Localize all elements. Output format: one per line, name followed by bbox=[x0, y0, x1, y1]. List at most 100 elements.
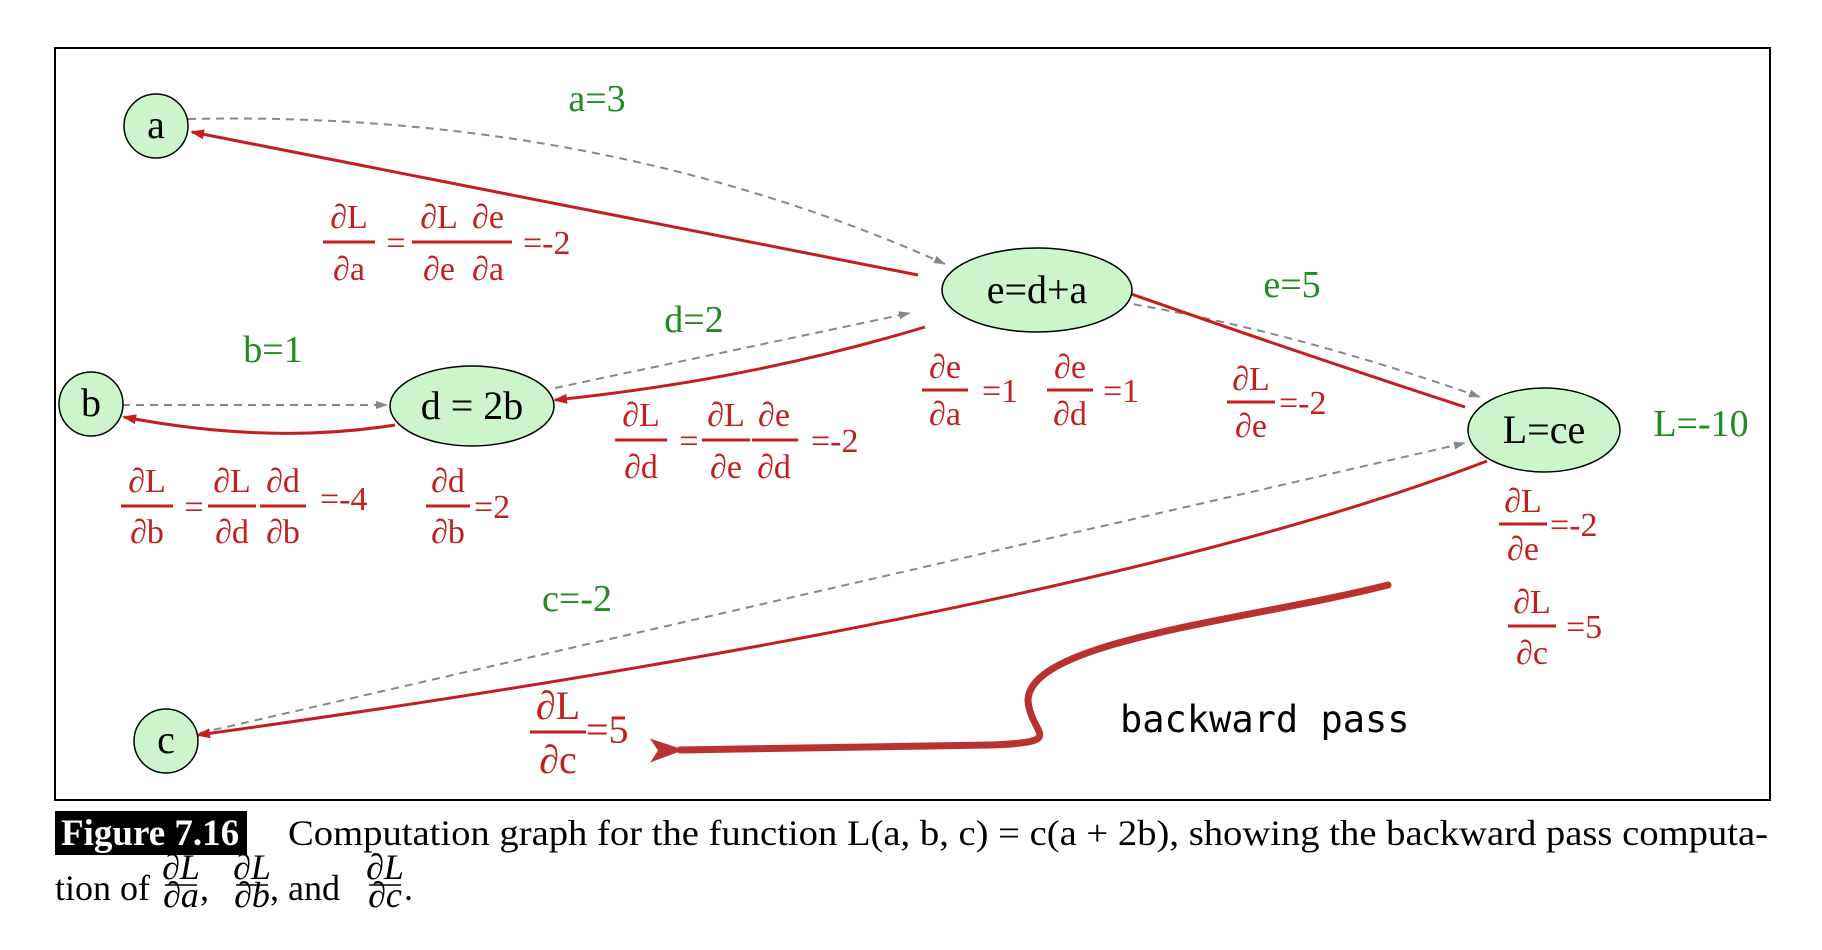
forward-edge-a-e bbox=[187, 117, 946, 265]
deriv-dL-db-chain: ∂L ∂b = ∂L ∂d ∂d ∂b =-4 bbox=[121, 463, 368, 551]
deriv-dL-dd-lhs-den: ∂d bbox=[624, 449, 658, 486]
node-d: d = 2b bbox=[389, 365, 555, 447]
deriv-dL-da-r1-den: ∂e bbox=[423, 251, 455, 288]
forward-edge-e-L bbox=[1119, 301, 1481, 398]
backward-pass-arrow bbox=[649, 581, 1392, 763]
deriv-dL-dc-edge-den: ∂c bbox=[539, 737, 577, 782]
forward-edge-d-e bbox=[554, 311, 911, 389]
node-e: e=d+a bbox=[941, 247, 1133, 333]
deriv-de-da-value: =1 bbox=[982, 373, 1018, 410]
caption-frac3-den: ∂c bbox=[368, 875, 402, 915]
deriv-dL-dc-edge: ∂L ∂c =5 bbox=[530, 683, 629, 782]
deriv-dL-dd-r2-num: ∂e bbox=[758, 397, 790, 434]
deriv-de-dd-den: ∂d bbox=[1053, 396, 1087, 433]
deriv-dL-db-r2-num: ∂d bbox=[266, 463, 300, 500]
node-L: L=ce bbox=[1467, 387, 1621, 473]
deriv-dL-dd-r1-num: ∂L bbox=[707, 397, 745, 434]
deriv-dL-dc-node-num: ∂L bbox=[1513, 584, 1551, 621]
backward-edge-e-a bbox=[190, 129, 919, 277]
deriv-dL-dd-lhs-num: ∂L bbox=[622, 397, 660, 434]
deriv-de-da-den: ∂a bbox=[929, 396, 961, 433]
caption-frac2-num: ∂L bbox=[233, 847, 271, 887]
deriv-dL-dc-edge-num: ∂L bbox=[536, 683, 580, 728]
node-b: b bbox=[58, 371, 124, 437]
value-c: c=-2 bbox=[542, 578, 612, 620]
deriv-dL-de-edge-value: =-2 bbox=[1279, 385, 1327, 422]
svg-text:=: = bbox=[386, 225, 405, 262]
value-d: d=2 bbox=[664, 299, 723, 341]
svg-text:=: = bbox=[184, 489, 203, 526]
caption-frac3-num: ∂L bbox=[366, 847, 404, 887]
deriv-de-da-num: ∂e bbox=[929, 349, 961, 386]
deriv-dL-dc-node-value: =5 bbox=[1566, 609, 1602, 646]
deriv-dL-db-lhs-num: ∂L bbox=[128, 463, 166, 500]
deriv-dL-db-value: =-4 bbox=[320, 481, 368, 518]
value-L: L=-10 bbox=[1653, 403, 1748, 445]
deriv-dL-dc-node: ∂L ∂c =5 bbox=[1508, 584, 1602, 672]
node-a: a bbox=[123, 93, 189, 159]
node-L-label: L=ce bbox=[1503, 407, 1586, 452]
caption-frac1-den: ∂a bbox=[163, 875, 199, 915]
deriv-dL-da-chain: ∂L ∂a = ∂L ∂e ∂e ∂a =-2 bbox=[323, 199, 571, 288]
deriv-dL-db-r1-num: ∂L bbox=[213, 463, 251, 500]
node-b-label: b bbox=[81, 380, 101, 425]
deriv-de-dd: ∂e ∂d =1 bbox=[1047, 349, 1139, 433]
deriv-dL-db-r2-den: ∂b bbox=[266, 514, 300, 551]
figure-caption: Figure 7.16 Computation graph for the fu… bbox=[55, 811, 1768, 915]
caption-comma-1: , bbox=[200, 868, 209, 908]
deriv-dL-de-edge: ∂L ∂e =-2 bbox=[1227, 361, 1327, 445]
deriv-dL-dd-r2-den: ∂d bbox=[757, 449, 791, 486]
deriv-dd-db-num: ∂d bbox=[431, 463, 465, 500]
caption-line2-prefix: tion of bbox=[55, 868, 150, 908]
forward-edges bbox=[122, 117, 1481, 734]
caption-line1: Computation graph for the function L(a, … bbox=[288, 813, 1768, 853]
backward-edge-L-e bbox=[1115, 287, 1466, 409]
forward-values: a=3 b=1 c=-2 d=2 e=5 L=-10 bbox=[243, 78, 1748, 620]
deriv-dL-da-r2-den: ∂a bbox=[472, 251, 504, 288]
caption-period: . bbox=[404, 868, 413, 908]
deriv-dd-db-den: ∂b bbox=[431, 514, 465, 551]
caption-tag-bg bbox=[55, 811, 247, 855]
node-e-label: e=d+a bbox=[987, 267, 1088, 312]
node-c: c bbox=[133, 708, 199, 774]
deriv-dL-de-node-den: ∂e bbox=[1507, 531, 1539, 568]
deriv-dd-db-value: =2 bbox=[474, 489, 510, 526]
deriv-dL-dd-r1-den: ∂e bbox=[710, 449, 742, 486]
backward-pass-label: backward pass bbox=[1120, 698, 1410, 741]
deriv-dL-de-node: ∂L ∂e =-2 bbox=[1499, 483, 1598, 568]
deriv-dL-de-node-num: ∂L bbox=[1504, 483, 1542, 520]
deriv-dL-dc-edge-value: =5 bbox=[586, 707, 629, 752]
deriv-dL-de-node-value: =-2 bbox=[1550, 507, 1598, 544]
svg-text:=: = bbox=[679, 423, 698, 460]
deriv-dL-dd-value: =-2 bbox=[811, 423, 859, 460]
deriv-dL-da-lhs-den: ∂a bbox=[333, 251, 365, 288]
deriv-dL-db-r1-den: ∂d bbox=[215, 514, 249, 551]
deriv-dd-db: ∂d ∂b =2 bbox=[426, 463, 510, 551]
backward-edges bbox=[122, 129, 1488, 739]
node-d-label: d = 2b bbox=[421, 383, 524, 428]
deriv-dL-da-r1-num: ∂L bbox=[420, 199, 458, 236]
deriv-dL-da-value: =-2 bbox=[523, 225, 571, 262]
deriv-dL-da-r2-num: ∂e bbox=[472, 199, 504, 236]
deriv-dL-de-edge-den: ∂e bbox=[1235, 408, 1267, 445]
caption-and: , and bbox=[270, 868, 340, 908]
deriv-dL-dc-node-den: ∂c bbox=[1516, 635, 1548, 672]
backward-edge-L-c bbox=[196, 459, 1488, 739]
forward-edge-c-L bbox=[199, 441, 1466, 734]
value-b: b=1 bbox=[243, 329, 302, 371]
deriv-de-dd-value: =1 bbox=[1103, 373, 1139, 410]
deriv-dL-db-lhs-den: ∂b bbox=[130, 514, 164, 551]
deriv-de-dd-num: ∂e bbox=[1054, 349, 1086, 386]
backward-edge-d-b bbox=[122, 414, 396, 435]
caption-frac2-den: ∂b bbox=[234, 875, 270, 915]
node-c-label: c bbox=[157, 717, 175, 762]
deriv-dL-dd-chain: ∂L ∂d = ∂L ∂e ∂e ∂d =-2 bbox=[615, 397, 859, 486]
deriv-de-da: ∂e ∂a =1 bbox=[922, 349, 1018, 433]
node-a-label: a bbox=[147, 102, 165, 147]
value-a: a=3 bbox=[568, 78, 625, 120]
deriv-dL-de-edge-num: ∂L bbox=[1232, 361, 1270, 398]
backward-edge-e-d bbox=[553, 325, 926, 404]
caption-frac1-num: ∂L bbox=[162, 847, 200, 887]
caption-tag: Figure 7.16 bbox=[61, 813, 239, 854]
